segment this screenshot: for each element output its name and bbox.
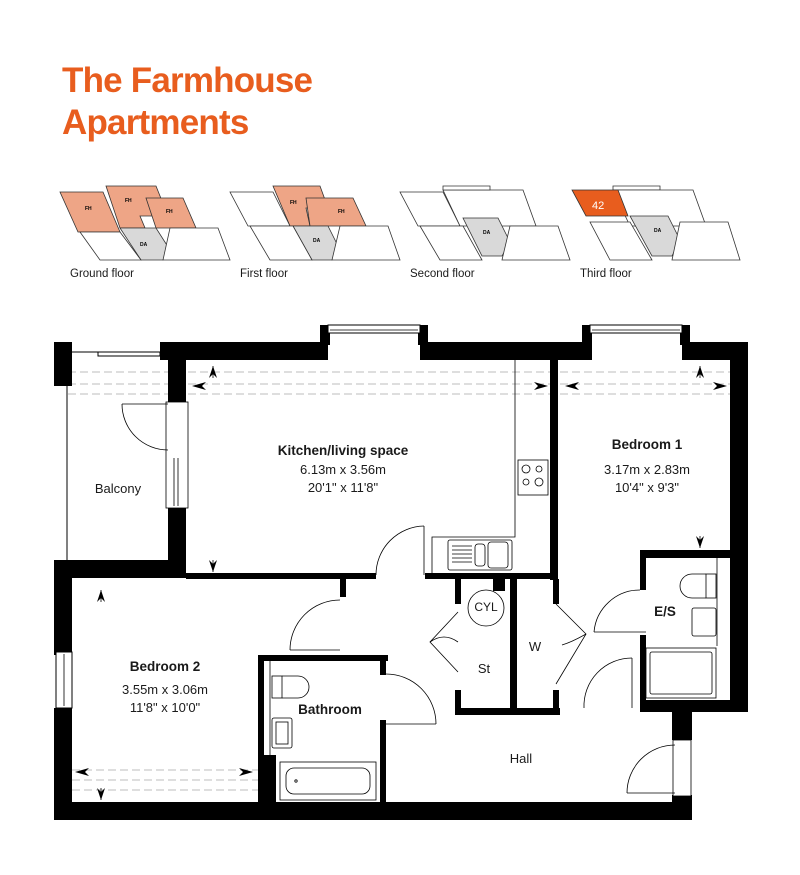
keyplan-third-floor[interactable]: 42 DA Third floor bbox=[568, 180, 743, 285]
room-ensuite: E/S bbox=[654, 604, 676, 619]
keyplan-second-floor[interactable]: DA Second floor bbox=[398, 180, 573, 285]
kitchen-counter bbox=[431, 360, 549, 573]
ground-floor-keyplan-icon: FH FH FH DA bbox=[59, 185, 231, 261]
room-imperial-dimensions: 10'4" x 9'3" bbox=[614, 480, 680, 495]
room-store: St bbox=[477, 661, 491, 676]
second-floor-keyplan-icon: DA bbox=[399, 185, 571, 261]
keyplan-first-floor[interactable]: FH FH DA First floor bbox=[228, 180, 403, 285]
keyplan-label: Second floor bbox=[410, 268, 475, 280]
svg-text:42: 42 bbox=[592, 200, 604, 212]
svg-text:FH: FH bbox=[125, 198, 132, 204]
svg-text:DA: DA bbox=[483, 230, 491, 236]
room-name: Kitchen/living space bbox=[277, 443, 409, 458]
svg-text:DA: DA bbox=[140, 242, 148, 248]
hot-water-cylinder: CYL bbox=[474, 600, 498, 614]
room-metric-dimensions: 6.13m x 3.56m bbox=[299, 462, 386, 477]
title-line-1: The Farmhouse bbox=[62, 61, 313, 100]
entrance-door bbox=[626, 739, 692, 797]
room-imperial-dimensions: 20'1" x 11'8" bbox=[307, 480, 379, 495]
room-wardrobe: W bbox=[528, 639, 542, 654]
svg-text:FH: FH bbox=[166, 209, 173, 215]
balcony-door bbox=[121, 401, 189, 509]
ensuite-fixtures bbox=[593, 558, 718, 699]
third-floor-keyplan-icon: 42 DA bbox=[571, 185, 741, 261]
svg-text:FH: FH bbox=[85, 206, 92, 212]
store-doors bbox=[429, 589, 505, 673]
svg-text:FH: FH bbox=[338, 209, 345, 215]
room-bedroom-1: Bedroom 1 3.17m x 2.83m 10'4" x 9'3" bbox=[604, 436, 690, 498]
keyplan-label: Ground floor bbox=[70, 268, 134, 280]
title-line-2: Apartments bbox=[62, 103, 249, 142]
svg-text:DA: DA bbox=[654, 228, 662, 234]
bathroom-fixtures bbox=[269, 661, 377, 801]
floor-plan: Kitchen/living space 6.13m x 3.56m 20'1"… bbox=[0, 300, 800, 875]
walls bbox=[54, 325, 748, 820]
wardrobe-doors bbox=[555, 603, 587, 685]
room-metric-dimensions: 3.17m x 2.83m bbox=[604, 462, 690, 477]
kitchen-door bbox=[375, 525, 425, 576]
room-bedroom-2: Bedroom 2 3.55m x 3.06m 11'8" x 10'0" bbox=[122, 658, 208, 718]
room-metric-dimensions: 3.55m x 3.06m bbox=[122, 682, 208, 697]
room-balcony: Balcony bbox=[94, 481, 142, 496]
dimension-arrow-stems bbox=[100, 366, 701, 800]
svg-text:FH: FH bbox=[290, 200, 297, 206]
svg-text:DA: DA bbox=[313, 238, 321, 244]
keyplan-label: Third floor bbox=[580, 268, 632, 280]
first-floor-keyplan-icon: FH FH DA bbox=[229, 185, 401, 261]
bathroom-door bbox=[385, 673, 437, 725]
bedroom2-door bbox=[289, 599, 341, 651]
room-bathroom: Bathroom bbox=[298, 702, 362, 717]
room-kitchen-living: Kitchen/living space 6.13m x 3.56m 20'1"… bbox=[278, 442, 409, 498]
keyplan-ground-floor[interactable]: FH FH FH DA Ground floor bbox=[58, 180, 233, 285]
keyplan-label: First floor bbox=[240, 268, 288, 280]
bedroom1-door bbox=[583, 657, 633, 709]
floor-plan-drawing bbox=[54, 324, 748, 820]
room-hall: Hall bbox=[509, 751, 533, 766]
room-imperial-dimensions: 11'8" x 10'0" bbox=[129, 700, 201, 715]
floor-keyplans: FH FH FH DA Ground floor FH FH DA First … bbox=[0, 180, 800, 285]
room-name: Bedroom 2 bbox=[129, 659, 201, 674]
windows bbox=[55, 324, 683, 709]
room-name: Bedroom 1 bbox=[611, 437, 683, 452]
page-title: The Farmhouse Apartments bbox=[62, 60, 313, 144]
